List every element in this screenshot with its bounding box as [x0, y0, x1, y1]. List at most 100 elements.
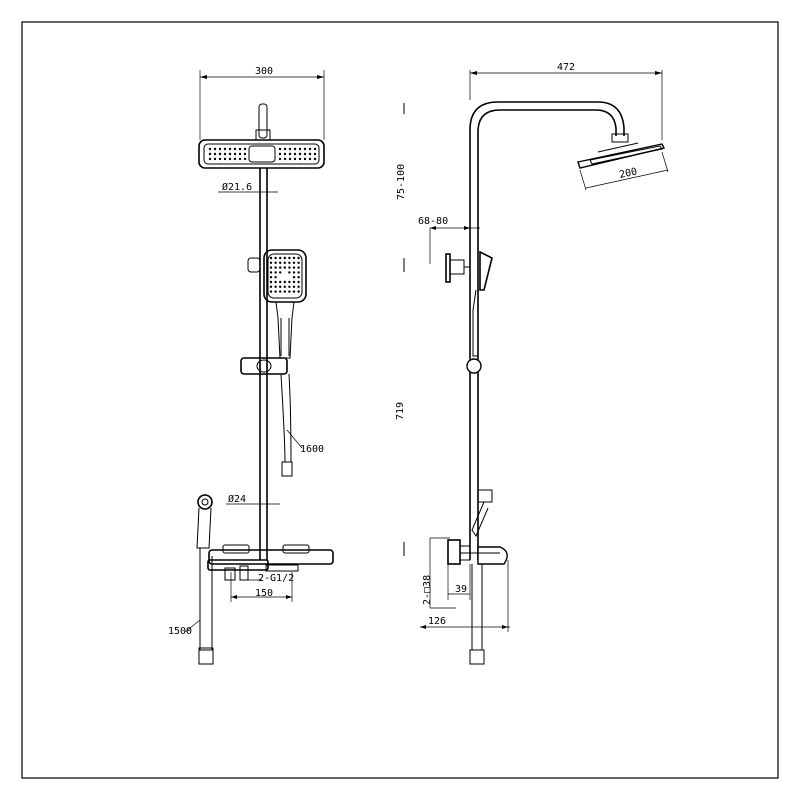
hand-nozzle-dot [292, 266, 296, 269]
dim-lower-pipe-text: Ø24 [228, 493, 246, 505]
hand-nozzle-dot [274, 261, 277, 264]
nozzle-dot [228, 147, 232, 151]
hand-nozzle-dot [274, 280, 277, 284]
nozzle-dot [218, 147, 222, 151]
nozzle-dot [313, 157, 317, 161]
nozzle-dot [218, 157, 222, 161]
hand-nozzle-dot [269, 290, 273, 293]
rain-shower-head-side [577, 142, 666, 169]
hand-nozzle-dot [279, 266, 282, 269]
hand-nozzle-dot [279, 290, 282, 293]
nozzle-dot [213, 147, 217, 151]
hand-nozzle-dot [292, 276, 296, 279]
nozzle-dot [228, 157, 232, 161]
hand-nozzle-dot [297, 276, 300, 279]
nozzle-dot [283, 152, 287, 156]
hand-nozzle-dot [283, 290, 286, 293]
nozzle-dot [308, 157, 312, 161]
nozzle-dot [293, 152, 297, 156]
nozzle-dot [308, 147, 312, 151]
hand-nozzle-dot [269, 256, 273, 260]
dim-reach: 472 [469, 62, 663, 140]
nozzle-dot [313, 147, 317, 151]
dim-valve-offset-text: 126 [428, 616, 446, 627]
nozzle-dot [233, 157, 237, 161]
dim-top-pipe: Ø21.6 [218, 181, 278, 193]
drawing-border [21, 21, 779, 779]
hand-nozzle-dot [292, 285, 296, 288]
hand-nozzle-dot [292, 280, 296, 284]
nozzle-dot [278, 147, 282, 151]
hand-nozzle-dot [279, 285, 282, 288]
dim-centers-text: 150 [255, 588, 273, 599]
side-view: 472 200 75-100 68-80 [395, 62, 669, 665]
dim-valve-offset: 126 [420, 560, 510, 632]
nozzle-dot [243, 157, 247, 161]
nozzle-dot [293, 157, 297, 161]
hand-nozzle-dot [274, 276, 277, 279]
hand-shower-nozzles [269, 256, 300, 293]
hand-nozzle-dot [279, 280, 282, 284]
nozzle-dot [238, 157, 242, 161]
slider-holder [240, 357, 288, 375]
hand-nozzle-dot [269, 266, 273, 269]
dim-upper-height-text: 75-100 [396, 164, 407, 200]
hand-nozzle-dot [269, 280, 273, 284]
shower-nozzles [208, 145, 317, 163]
nozzle-dot [293, 147, 297, 151]
nozzle-dot [243, 147, 247, 151]
nozzle-dot [223, 152, 227, 156]
nozzle-dot [243, 152, 247, 156]
hand-nozzle-dot [283, 280, 286, 284]
dim-width-text: 300 [255, 66, 273, 77]
hand-nozzle-dot [297, 271, 300, 274]
hand-nozzle-dot [279, 271, 282, 274]
dim-valve-depth-text: 39 [455, 584, 467, 595]
dim-head-text: 200 [618, 166, 638, 181]
nozzle-dot [278, 157, 282, 161]
nozzle-dot [303, 152, 307, 156]
nozzle-dot [213, 152, 217, 156]
dim-wall-offset: 68-80 [418, 216, 480, 264]
hand-nozzle-dot [279, 256, 282, 260]
nozzle-dot [238, 147, 242, 151]
dim-centers: 150 [230, 572, 293, 602]
hand-nozzle-dot [297, 261, 300, 264]
nozzle-dot [208, 152, 212, 156]
hand-shower [263, 249, 307, 359]
nozzle-dot [288, 157, 292, 161]
dim-reach-text: 472 [557, 62, 575, 73]
nozzle-dot [233, 152, 237, 156]
dim-inlet-text: 2-G1/2 [258, 573, 294, 584]
dim-width: 300 [199, 66, 325, 140]
nozzle-dot [298, 157, 302, 161]
hand-nozzle-dot [292, 256, 296, 260]
hand-nozzle-dot [292, 261, 296, 264]
dim-valve-height: 2-□38 [422, 537, 456, 609]
hand-nozzle-dot [274, 271, 277, 274]
nozzle-dot [283, 147, 287, 151]
hand-nozzle-dot [269, 276, 273, 279]
nozzle-dot [303, 157, 307, 161]
front-view: 300 Ø21.6 [168, 66, 334, 665]
dim-valve-height-text: 2-□38 [422, 575, 433, 605]
thermostatic-mixer-side [447, 539, 508, 565]
nozzle-dot [288, 152, 292, 156]
hand-nozzle-dot [283, 285, 286, 288]
nozzle-dot [298, 152, 302, 156]
nozzle-dot [283, 157, 287, 161]
hand-nozzle-dot [279, 261, 282, 264]
hand-nozzle-dot [297, 285, 300, 288]
hand-nozzle-dot [288, 271, 291, 274]
hand-nozzle-dot [297, 256, 300, 260]
center-panel [248, 145, 276, 163]
hand-nozzle-dot [269, 261, 273, 264]
nozzle-dot [303, 147, 307, 151]
hand-nozzle-dot [274, 290, 277, 293]
nozzle-dot [313, 152, 317, 156]
dim-hose-text: 1600 [300, 444, 324, 455]
hand-shower-side [472, 250, 493, 357]
hand-nozzle-dot [274, 285, 277, 288]
hand-nozzle-dot [283, 266, 286, 269]
